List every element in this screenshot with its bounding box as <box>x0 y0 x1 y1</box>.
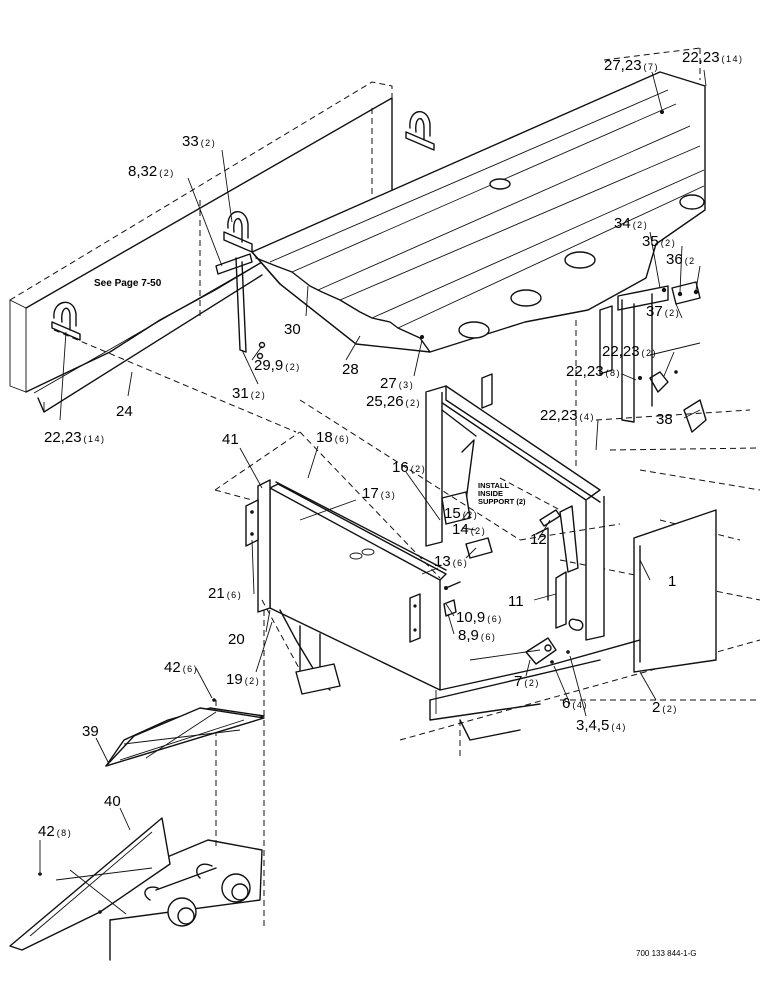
callout-c-28: 28 <box>342 361 359 378</box>
hardware <box>443 537 570 665</box>
callout-c-7: 7(2) <box>514 673 540 690</box>
callout-c-31: 31(2) <box>232 385 266 402</box>
callout-c-37: 37(2) <box>646 303 680 320</box>
callout-c-13: 13(6) <box>434 553 468 570</box>
callout-c-11: 11 <box>508 593 524 610</box>
callout-c-1: 1 <box>668 573 676 590</box>
install-note-line-3: SUPPORT (2) <box>478 497 526 506</box>
callout-c-19: 19(2) <box>226 671 260 688</box>
install-note-line-1: INSTALL <box>478 481 510 490</box>
door-panel <box>245 479 447 691</box>
u-bolt-upper <box>223 211 253 253</box>
callout-c-14: 14(2) <box>452 521 486 538</box>
callout-c-12: 12 <box>530 531 547 548</box>
callout-c-34: 34(2) <box>614 215 648 232</box>
callout-c-39: 39 <box>82 723 99 740</box>
callout-c-36: 36(2 <box>666 251 696 268</box>
callout-c-22-23-4: 22,23(4) <box>540 407 595 424</box>
support-frame <box>299 373 621 641</box>
callout-c-15: 15(2) <box>444 505 478 522</box>
callout-c-3-4-5: 3,4,5(4) <box>576 717 627 734</box>
callout-c-10-9: 10,9(6) <box>456 609 503 626</box>
callout-c-8-32: 8,32(2) <box>128 163 175 180</box>
callout-c-22-23-14-left: 22,23(14) <box>44 429 106 446</box>
right-brackets <box>599 281 707 433</box>
callout-c-22-23-2: 22,23(2) <box>602 343 657 360</box>
see-page-note: See Page 7-50 <box>94 278 162 289</box>
callout-c-35: 35(2) <box>642 233 676 250</box>
callout-c-27-23-7: 27,23(7) <box>604 57 659 74</box>
callout-c-2: 2(2) <box>652 699 678 716</box>
lift-bar <box>215 253 266 360</box>
leader-lines <box>39 69 707 872</box>
callout-c-42-8: 42(8) <box>38 823 72 840</box>
callout-c-18: 18(6) <box>316 429 350 446</box>
callout-c-25-26: 25,26(2) <box>366 393 421 410</box>
callout-c-6: 6(4) <box>562 695 588 712</box>
panel-39 <box>105 707 265 767</box>
u-bolt-top <box>405 111 435 151</box>
callout-labels: 27,23(7) 22,23(14) 33(2) 8,32(2) 34(2) 3… <box>38 49 744 840</box>
panel-40 <box>9 698 216 951</box>
callout-c-41: 41 <box>222 431 239 448</box>
install-note-line-2: INSIDE <box>478 489 503 498</box>
document-number: 700 133 844-1-G <box>636 949 697 958</box>
callout-c-8-9: 8,9(6) <box>458 627 496 644</box>
deck-sheet <box>251 71 706 353</box>
base-frame <box>261 599 641 741</box>
callout-c-24: 24 <box>116 403 133 420</box>
callout-c-42-6: 42(6) <box>164 659 198 676</box>
side-shield <box>633 509 717 673</box>
callout-c-16: 16(2) <box>392 459 426 476</box>
callout-c-29-9: 29,9(2) <box>254 357 301 374</box>
callout-c-22-23-8: 22,23(8) <box>566 363 621 380</box>
callout-c-20: 20 <box>228 631 245 648</box>
callout-c-33: 33(2) <box>182 133 216 150</box>
callout-c-21: 21(6) <box>208 585 242 602</box>
callout-c-30: 30 <box>284 321 301 338</box>
callout-c-17: 17(3) <box>362 485 396 502</box>
callout-c-27-3: 27(3) <box>380 375 414 392</box>
u-bolt-left <box>51 301 81 341</box>
lower-drive-area <box>109 610 265 961</box>
callout-c-38: 38 <box>656 411 673 428</box>
callout-c-40: 40 <box>104 793 121 810</box>
callout-c-22-23-14-top: 22,23(14) <box>682 49 744 66</box>
